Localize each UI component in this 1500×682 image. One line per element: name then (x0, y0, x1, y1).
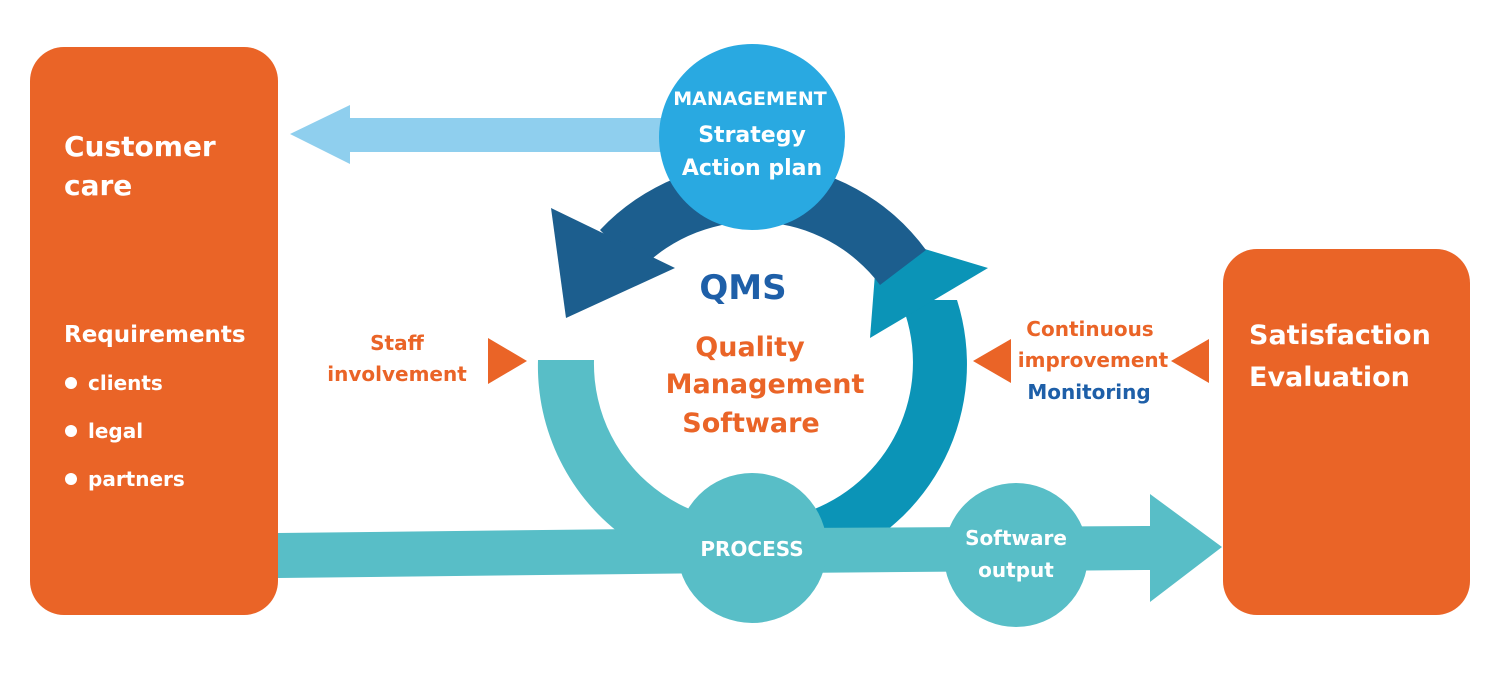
continuous-line1: Continuous (1026, 317, 1153, 341)
continuous-arrow-right (1171, 339, 1209, 383)
customer-care-title-line2: care (64, 169, 132, 202)
qms-quality: Quality (695, 332, 805, 363)
cycle-arrowhead-left (551, 208, 675, 318)
satisfaction-line1: Satisfaction (1249, 320, 1431, 351)
bullet-dot (65, 377, 77, 389)
continuous-line2: improvement (1018, 348, 1169, 372)
process-label: PROCESS (700, 537, 803, 561)
requirement-item-partners: partners (88, 467, 185, 491)
qms-management: Management (666, 369, 865, 400)
cycle-arc-right (812, 300, 967, 564)
requirement-item-legal: legal (88, 419, 143, 443)
management-circle (659, 44, 845, 230)
staff-line1: Staff (370, 331, 424, 355)
monitoring-label: Monitoring (1027, 380, 1150, 404)
software-output-circle (944, 483, 1088, 627)
feedback-arrow (290, 105, 700, 164)
input-band (278, 528, 725, 578)
qms-abbreviation: QMS (699, 268, 786, 308)
qms-software: Software (682, 408, 819, 439)
bullet-dot (65, 473, 77, 485)
continuous-arrow-left (973, 339, 1011, 383)
satisfaction-line2: Evaluation (1249, 362, 1410, 393)
requirement-item-clients: clients (88, 371, 163, 395)
satisfaction-box (1223, 249, 1470, 615)
customer-care-box (30, 47, 278, 615)
management-strategy: Strategy (698, 123, 806, 148)
management-label: MANAGEMENT (673, 88, 827, 110)
staff-line2: involvement (327, 362, 467, 386)
staff-arrow (488, 338, 527, 384)
customer-care-title-line1: Customer (64, 130, 216, 163)
management-action-plan: Action plan (682, 156, 822, 181)
process-circle (677, 473, 827, 623)
software-output-line1: Software (965, 526, 1067, 550)
software-output-line2: output (978, 558, 1054, 582)
bullet-dot (65, 425, 77, 437)
requirements-heading: Requirements (64, 322, 246, 348)
